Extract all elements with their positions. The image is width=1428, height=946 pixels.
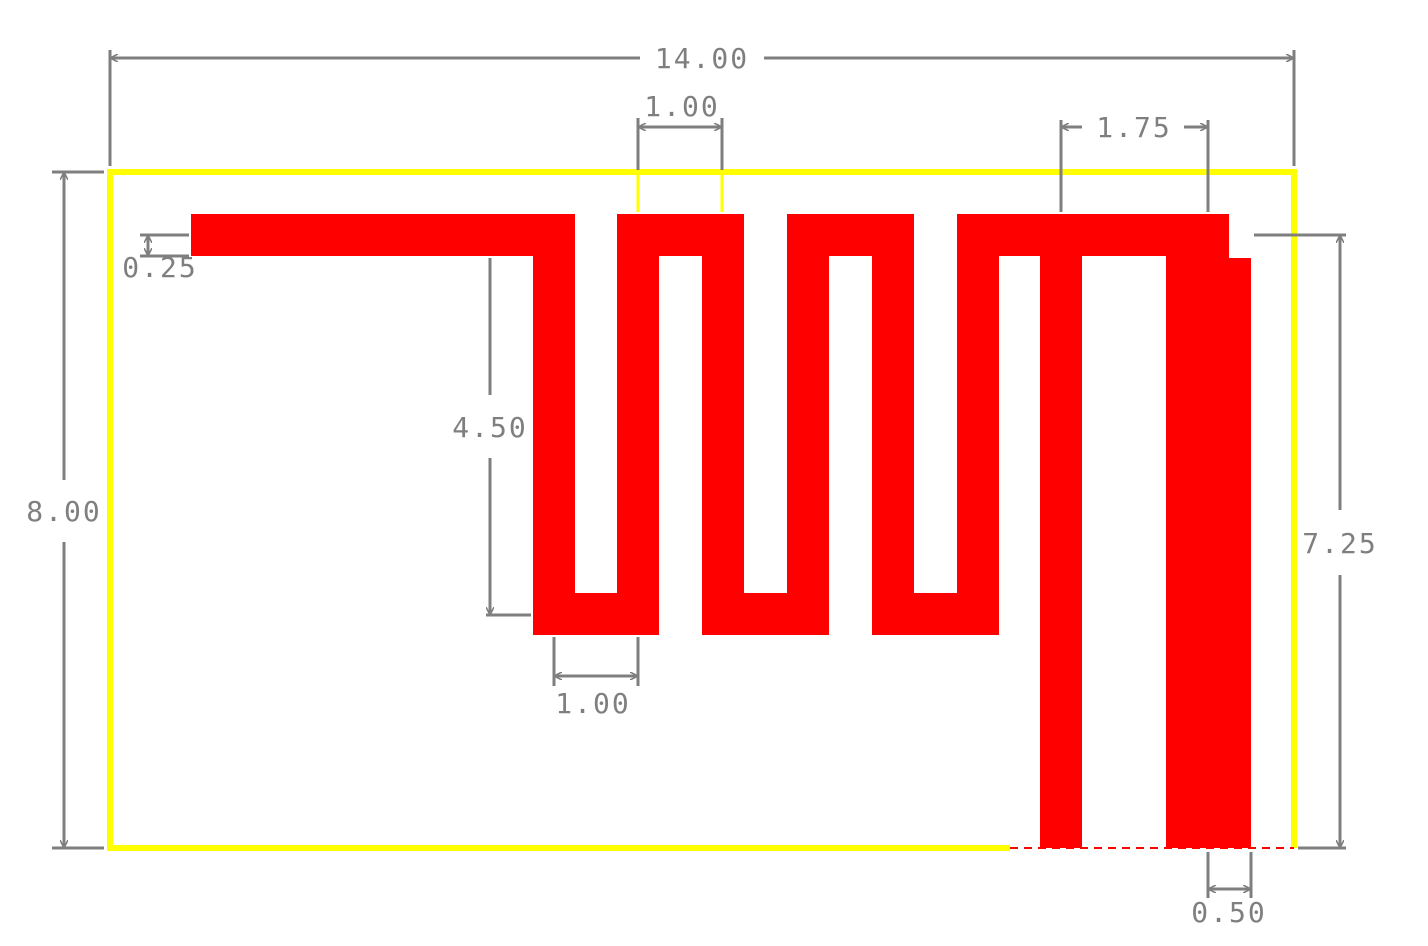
- dim-feed-length: 1.75: [1059, 111, 1210, 212]
- dim-meander-width: 1.00: [552, 637, 640, 720]
- dim-overall-width: 14.00: [108, 42, 1296, 166]
- dim-antenna-height-label: 7.25: [1302, 527, 1377, 560]
- dim-feed-width-label: 0.50: [1191, 896, 1266, 929]
- dim-feed-length-label: 1.75: [1096, 111, 1171, 144]
- dim-trace-thickness: 0.25: [122, 233, 197, 284]
- dim-meander-depth-label: 4.50: [452, 411, 527, 444]
- dim-overall-width-label: 14.00: [655, 42, 749, 75]
- dim-meander-width-label: 1.00: [555, 687, 630, 720]
- dim-overall-height-label: 8.00: [26, 495, 101, 528]
- dim-antenna-height: 7.25: [1254, 233, 1377, 850]
- board-outline: [107, 169, 1297, 851]
- dim-overall-height: 8.00: [26, 170, 104, 850]
- dim-meander-depth: 4.50: [452, 258, 531, 617]
- dim-feed-width: 0.50: [1191, 852, 1266, 929]
- dim-meander-gap-label: 1.00: [644, 90, 719, 123]
- antenna-trace: [191, 214, 1251, 848]
- dim-meander-gap: 1.00: [636, 90, 724, 212]
- dim-trace-thickness-label: 0.25: [122, 251, 197, 284]
